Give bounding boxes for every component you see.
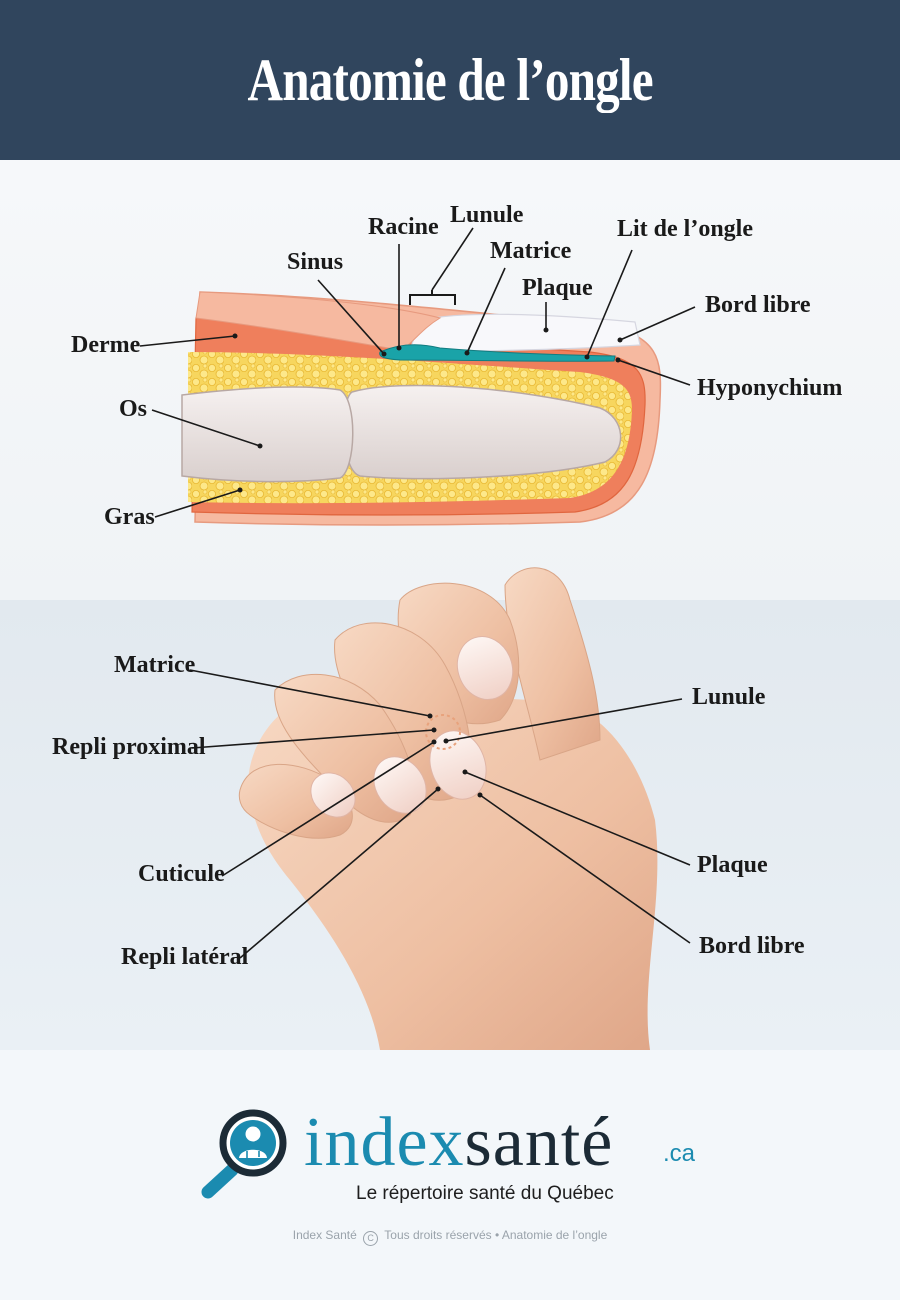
page-title: Anatomie de l’ongle <box>247 46 653 113</box>
label-gras: Gras <box>104 504 155 530</box>
label-lunule: Lunule <box>450 202 524 228</box>
label-os: Os <box>119 396 147 422</box>
photo-label-repli-lateral: Repli latéral <box>121 944 249 970</box>
photo-label-bord-libre: Bord libre <box>699 933 805 959</box>
brand-domain-suffix: .ca <box>663 1140 696 1167</box>
label-racine: Racine <box>368 214 439 240</box>
photo-label-matrice: Matrice <box>114 652 196 678</box>
brand-tagline: Le répertoire santé du Québec <box>356 1183 614 1204</box>
matrix-highlight-circle <box>425 714 461 750</box>
label-lit-ongle: Lit de l’ongle <box>617 216 753 242</box>
copyright-line: Index Santé C Tous droits réservés • Ana… <box>0 1228 900 1246</box>
label-derme: Derme <box>71 332 141 358</box>
copyright-icon: C <box>363 1231 379 1246</box>
nail-pinky <box>310 772 356 818</box>
label-hyponychium: Hyponychium <box>697 375 842 401</box>
nail-main <box>429 730 487 800</box>
nail-cross-section-diagram: Racine Lunule Matrice Sinus Plaque Lit d… <box>71 202 842 530</box>
proximal-fold <box>195 291 442 351</box>
brand-word-sante: santé <box>464 1104 614 1181</box>
photo-label-lunule: Lunule <box>692 684 766 710</box>
copyright-text: Tous droits réservés • Anatomie de l’ong… <box>384 1228 608 1242</box>
hand-photo-illustration: Matrice Repli proximal Lunule Cuticule P… <box>52 567 805 1050</box>
bone-middle <box>181 386 354 483</box>
label-bord-libre: Bord libre <box>705 292 811 318</box>
bone-distal <box>343 384 622 480</box>
label-matrice: Matrice <box>490 238 572 264</box>
brand-word-index: index <box>304 1104 465 1181</box>
photo-label-repli-proximal: Repli proximal <box>52 734 206 760</box>
label-sinus: Sinus <box>287 249 343 275</box>
nail-bed <box>379 344 616 362</box>
header-banner: Anatomie de l’ongle <box>0 0 900 160</box>
copyright-owner: Index Santé <box>292 1228 357 1242</box>
brand-wordmark[interactable]: indexsanté <box>304 1103 613 1183</box>
lunule-bracket <box>409 290 456 305</box>
photo-label-plaque: Plaque <box>697 852 768 878</box>
photo-label-cuticule: Cuticule <box>138 861 225 887</box>
label-plaque: Plaque <box>522 275 593 301</box>
footer <box>0 1050 900 1300</box>
nail-index <box>456 636 514 700</box>
